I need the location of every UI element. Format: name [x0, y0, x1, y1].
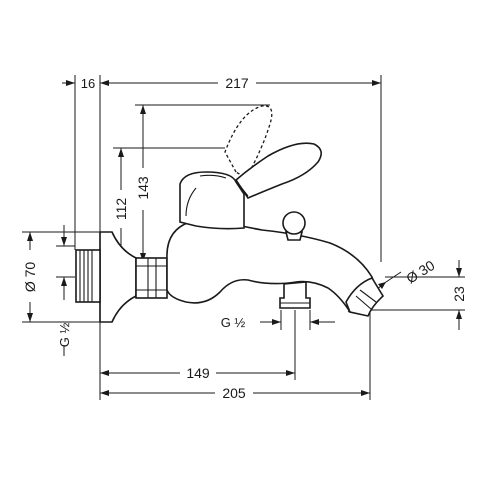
arrow [66, 80, 75, 86]
dim-label-g-bottom: G ½ [221, 315, 246, 330]
arrow [61, 277, 67, 286]
cartridge-housing [179, 171, 245, 230]
arrow [272, 319, 281, 325]
dim-label-23: 23 [451, 286, 467, 302]
dim-label-143: 143 [135, 176, 151, 200]
dimension-23: 23 [451, 260, 467, 330]
dim-label-30: Ø 30 [403, 257, 437, 287]
dim-label-112: 112 [113, 198, 129, 221]
lever-handle[interactable] [234, 142, 322, 199]
dim-label-g-left: G ½ [57, 323, 72, 348]
bath-mixer-faucet [75, 105, 385, 323]
arrow [27, 313, 33, 322]
dim-label-70: Ø 70 [22, 262, 38, 293]
spout-aerator [345, 277, 385, 317]
arrow [378, 282, 386, 289]
arrow [372, 80, 381, 86]
dim-label-217: 217 [225, 75, 249, 91]
dimension-143: 143 [135, 105, 151, 262]
arrow [361, 390, 370, 396]
arrow [140, 105, 146, 114]
dimension-g-bottom: G ½ [221, 310, 335, 330]
dimension-205: 205 [100, 385, 370, 401]
arrow [286, 370, 295, 376]
hose-outlet [279, 281, 311, 309]
dim-label-16: 16 [81, 76, 95, 91]
diverter-knob[interactable] [282, 211, 306, 235]
hex-nut [135, 257, 168, 299]
dim-label-205: 205 [222, 385, 246, 401]
dim-label-149: 149 [186, 365, 210, 381]
arrow [27, 232, 33, 241]
arrow [456, 310, 462, 319]
arrow [61, 237, 67, 246]
dimension-217: 217 [100, 75, 381, 91]
extension-lines [22, 75, 465, 400]
arrow [118, 148, 124, 157]
arrow [310, 319, 319, 325]
dimension-149: 149 [100, 365, 295, 381]
wall-flange [99, 231, 137, 323]
dimension-70: Ø 70 [22, 232, 38, 322]
arrow [456, 268, 462, 277]
lever-raised-outline [224, 105, 273, 179]
arrow [100, 370, 109, 376]
arrow [100, 390, 109, 396]
mixer-body [166, 219, 376, 313]
dimension-g-left: G ½ [56, 225, 75, 356]
